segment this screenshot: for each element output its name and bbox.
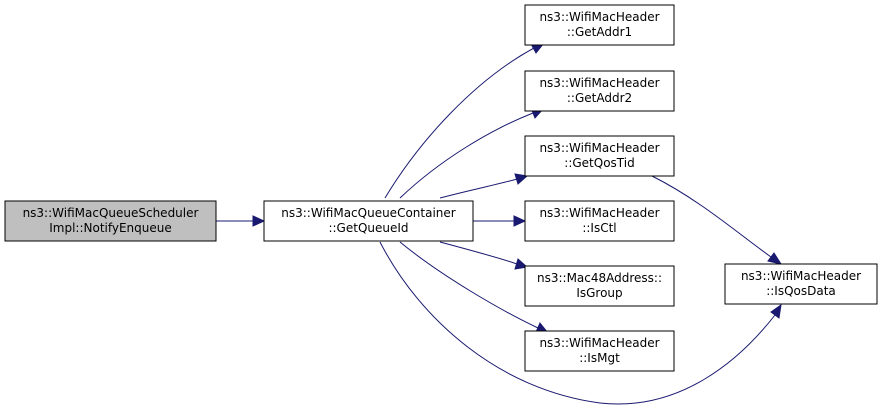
node-isgroup-line2: IsGroup — [576, 286, 622, 300]
node-getqostid-line1: ns3::WifiMacHeader — [539, 141, 659, 155]
node-getaddr1-line1: ns3::WifiMacHeader — [539, 10, 659, 24]
node-isgroup-line1: ns3::Mac48Address:: — [537, 271, 662, 285]
node-getqueueid-line1: ns3::WifiMacQueueContainer — [281, 206, 456, 220]
node-getaddr1[interactable]: ns3::WifiMacHeader ::GetAddr1 — [524, 4, 675, 46]
node-getaddr2-line1: ns3::WifiMacHeader — [539, 76, 659, 90]
node-getqostid[interactable]: ns3::WifiMacHeader ::GetQosTid — [524, 135, 675, 177]
node-getaddr2-line2: ::GetAddr2 — [567, 91, 632, 105]
node-isqosdata-line2: ::IsQosData — [766, 284, 836, 298]
edge-getqueueid-to-isctl — [473, 215, 527, 227]
node-getqostid-line2: ::GetQosTid — [564, 156, 634, 170]
node-ismgt-line1: ns3::WifiMacHeader — [539, 336, 659, 350]
node-isqosdata-line1: ns3::WifiMacHeader — [741, 269, 861, 283]
node-root-line2: Impl::NotifyEnqueue — [49, 221, 172, 235]
node-isgroup[interactable]: ns3::Mac48Address:: IsGroup — [524, 265, 675, 307]
node-ismgt-line2: ::IsMgt — [579, 351, 620, 365]
node-ismgt[interactable]: ns3::WifiMacHeader ::IsMgt — [524, 330, 675, 372]
edge-getqueueid-to-getqostid — [439, 173, 529, 199]
node-getaddr2[interactable]: ns3::WifiMacHeader ::GetAddr2 — [524, 70, 675, 112]
node-isctl-line2: ::IsCtl — [582, 221, 616, 235]
edge-getqueueid-to-isgroup — [439, 241, 529, 270]
node-getqueueid[interactable]: ns3::WifiMacQueueContainer ::GetQueueId — [263, 200, 474, 242]
edge-root-to-getqueueid — [216, 215, 266, 227]
edge-getqostid-to-isqosdata — [651, 175, 783, 265]
node-isctl-line1: ns3::WifiMacHeader — [539, 206, 659, 220]
node-isqosdata[interactable]: ns3::WifiMacHeader ::IsQosData — [724, 263, 878, 305]
node-getaddr1-line2: ::GetAddr1 — [567, 25, 632, 39]
edge-getqueueid-to-isqosdata — [379, 241, 782, 405]
node-root-line1: ns3::WifiMacQueueScheduler — [23, 206, 199, 220]
node-isctl[interactable]: ns3::WifiMacHeader ::IsCtl — [524, 200, 675, 242]
node-root[interactable]: ns3::WifiMacQueueScheduler Impl::NotifyE… — [4, 200, 217, 242]
edge-getqueueid-to-getaddr2 — [399, 107, 545, 199]
node-getqueueid-line2: ::GetQueueId — [328, 221, 408, 235]
